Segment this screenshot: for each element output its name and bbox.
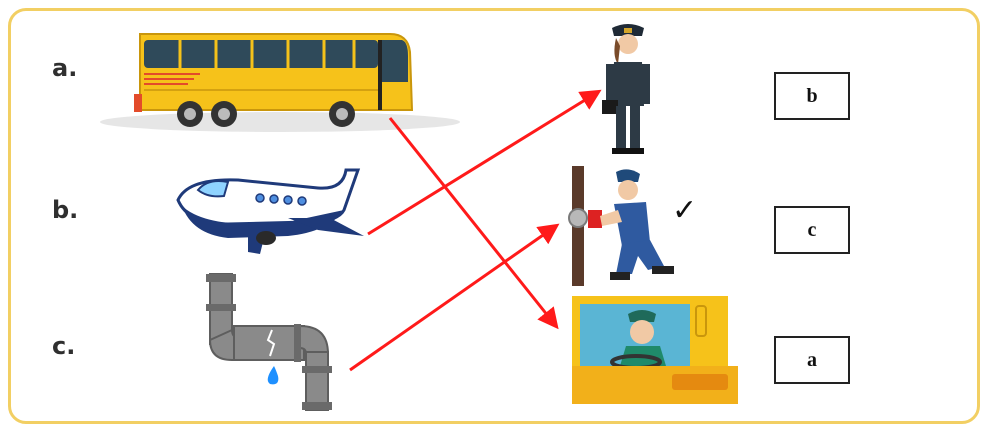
answer-box-2[interactable]: c [774, 206, 850, 254]
arrow-bus-to-driver [390, 118, 556, 326]
arrow-plane-to-pilot [368, 92, 598, 234]
check-mark: ✓ [672, 193, 697, 228]
answer-box-3[interactable]: a [774, 336, 850, 384]
answer-box-1[interactable]: b [774, 72, 850, 120]
arrow-pipe-to-plumber [350, 226, 556, 370]
